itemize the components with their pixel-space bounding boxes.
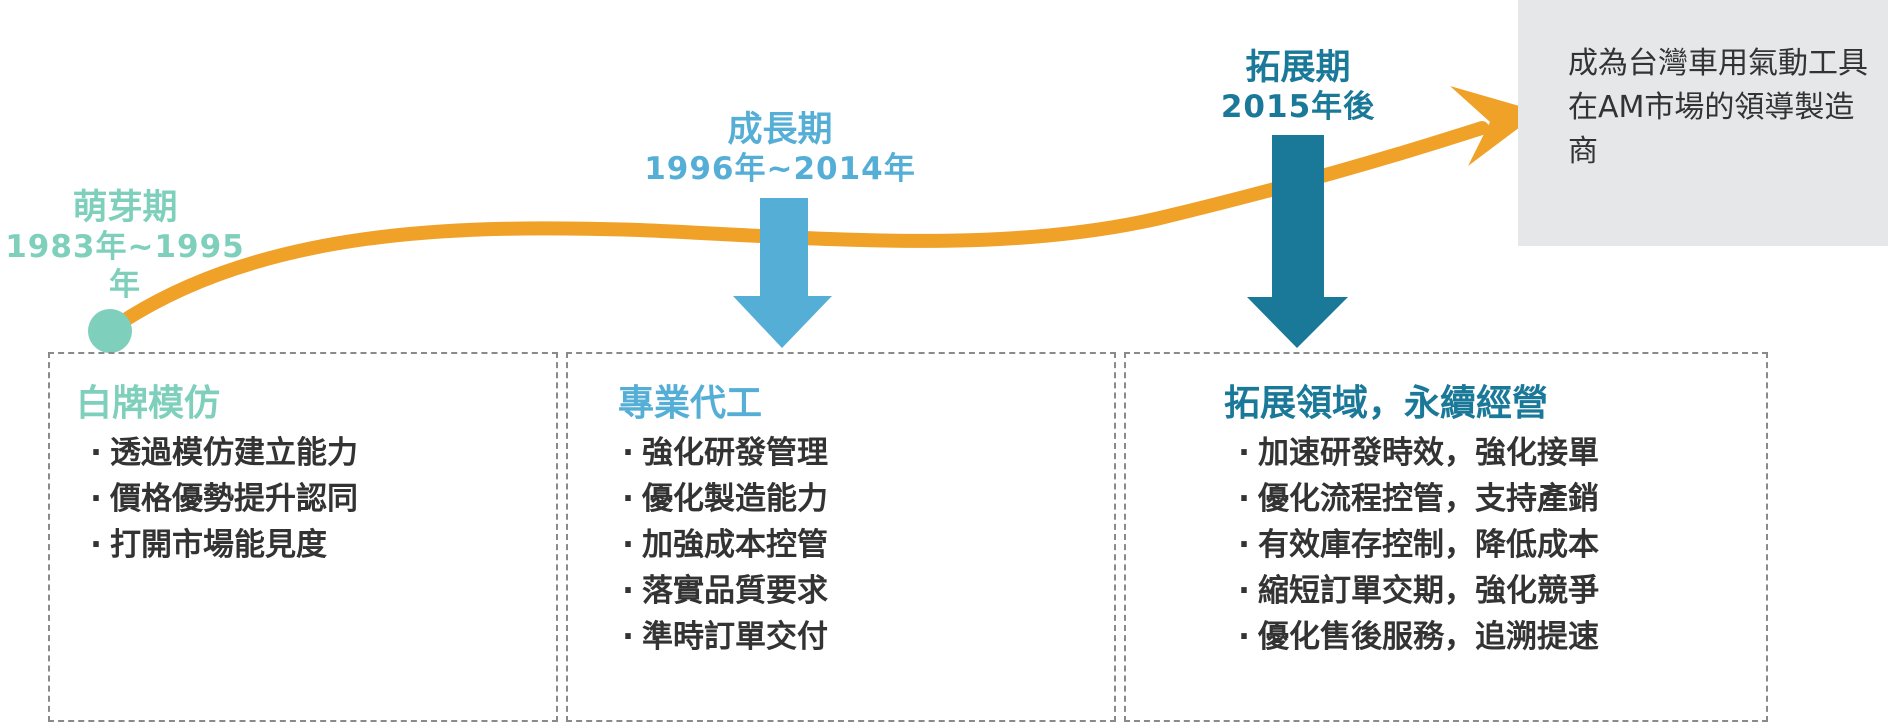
stage-name: 拓展期 [1245, 48, 1351, 88]
box-title: 專業代工 [618, 383, 763, 424]
box-list: ·透過模仿建立能力 ·價格優勢提升認同 ·打開市場能見度 [82, 430, 358, 568]
list-item: ·價格優勢提升認同 [90, 481, 358, 517]
list-item: ·優化流程控管，支持產銷 [1238, 481, 1599, 517]
list-item: ·強化研發管理 [622, 435, 828, 471]
curve-arrow-icon [1450, 86, 1540, 166]
stage-box-sprout: 白牌模仿 ·透過模仿建立能力 ·價格優勢提升認同 ·打開市場能見度 [48, 352, 558, 722]
stage-years: 1996年~2014年 [644, 151, 916, 187]
stage-name: 成長期 [727, 110, 833, 150]
list-item: ·有效庫存控制，降低成本 [1238, 527, 1599, 563]
stage-box-expansion: 拓展領域，永續經營 ·加速研發時效，強化接單 ·優化流程控管，支持產銷 ·有效庫… [1124, 352, 1768, 722]
list-item: ·加強成本控管 [622, 527, 828, 563]
stage-years: 1983年~1995年 [5, 229, 245, 303]
stage-box-growth: 專業代工 ·強化研發管理 ·優化製造能力 ·加強成本控管 ·落實品質要求 ·準時… [566, 352, 1116, 722]
list-item: ·準時訂單交付 [622, 619, 828, 655]
stage-name: 萌芽期 [72, 188, 178, 228]
list-item: ·打開市場能見度 [90, 527, 327, 563]
box-title: 拓展領域，永續經營 [1224, 383, 1549, 424]
list-item: ·縮短訂單交期，強化競爭 [1238, 573, 1599, 609]
down-arrow-icon [1247, 135, 1348, 348]
goal-text: 成為台灣車用氣動工具在AM市場的領導製造商 [1568, 46, 1868, 169]
list-item: ·優化售後服務，追溯提速 [1238, 619, 1599, 655]
start-dot-icon [88, 309, 132, 353]
growth-curve [103, 121, 1489, 337]
list-item: ·落實品質要求 [622, 573, 828, 609]
stage-label-growth: 成長期 1996年~2014年 [630, 110, 930, 188]
list-item: ·優化製造能力 [622, 481, 828, 517]
stage-years: 2015年後 [1220, 89, 1376, 125]
box-title: 白牌模仿 [76, 383, 221, 424]
box-list: ·加速研發時效，強化接單 ·優化流程控管，支持產銷 ·有效庫存控制，降低成本 ·… [1230, 430, 1599, 660]
box-list: ·強化研發管理 ·優化製造能力 ·加強成本控管 ·落實品質要求 ·準時訂單交付 [614, 430, 828, 660]
stage-label-expansion: 拓展期 2015年後 [1198, 48, 1398, 126]
down-arrow-icon [733, 198, 832, 348]
list-item: ·加速研發時效，強化接單 [1238, 435, 1599, 471]
goal-box: 成為台灣車用氣動工具在AM市場的領導製造商 [1518, 0, 1888, 246]
stage-label-sprout: 萌芽期 1983年~1995年 [0, 188, 250, 304]
list-item: ·透過模仿建立能力 [90, 435, 358, 471]
